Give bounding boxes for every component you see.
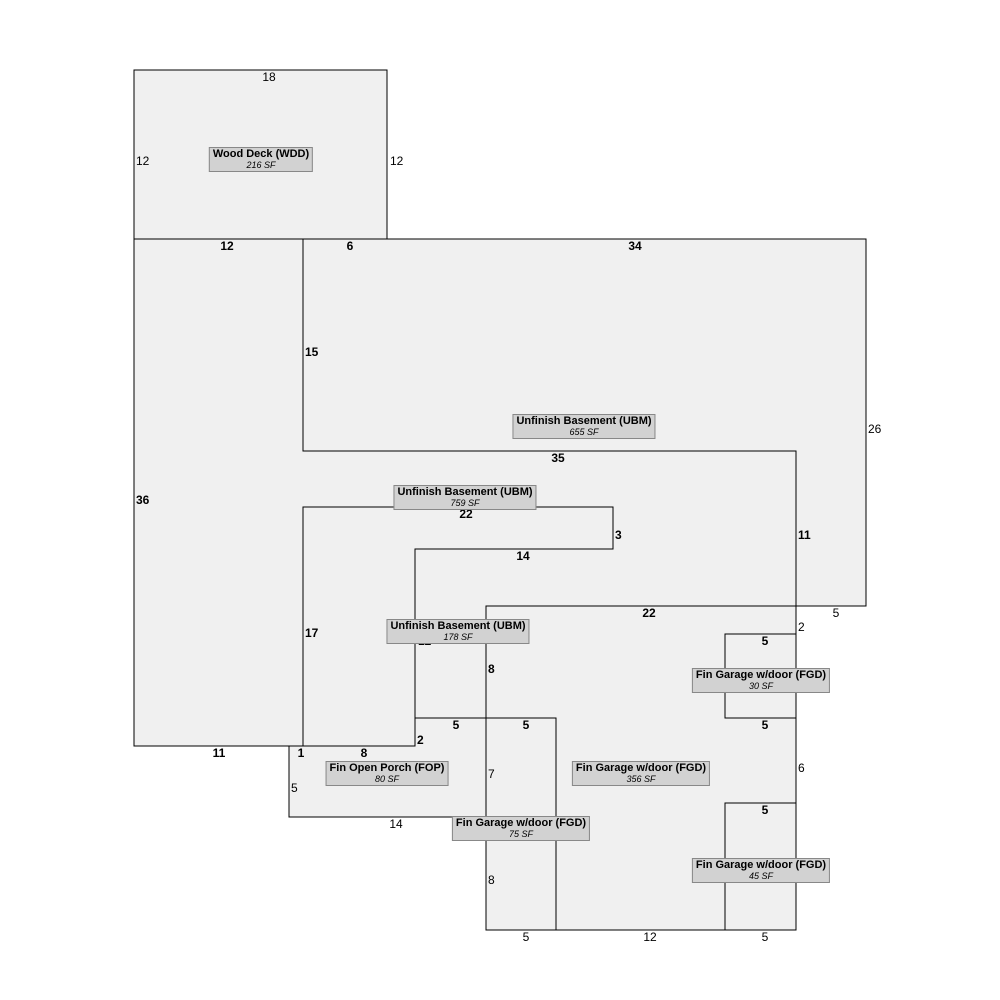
dimension-label: 5	[291, 781, 298, 795]
ubm-655-boundary	[302, 239, 797, 606]
area-name: Fin Garage w/door (FGD)	[455, 817, 587, 829]
area-label-fin-garage-45: Fin Garage w/door (FGD) 45 SF	[691, 858, 831, 883]
dimension-label: 2	[417, 733, 424, 747]
dimension-label: 5	[453, 718, 460, 732]
dimension-labels: 18 12 12 12 6 34 15 26 35 36 22 3 11 14 …	[136, 70, 882, 944]
dimension-label: 8	[488, 873, 495, 887]
dimension-label: 12	[136, 154, 150, 168]
area-square-feet: 80 SF	[374, 774, 400, 784]
dimension-label: 12	[643, 930, 657, 944]
area-name: Unfinish Basement (UBM)	[397, 486, 533, 498]
dimension-label: 5	[833, 606, 840, 620]
area-square-feet: 216 SF	[246, 160, 276, 170]
area-square-feet: 75 SF	[508, 829, 534, 839]
dimension-label: 36	[136, 493, 150, 507]
dimension-label: 1	[298, 746, 305, 760]
area-label-fin-garage-30: Fin Garage w/door (FGD) 30 SF	[691, 668, 831, 693]
area-label-fin-garage-75: Fin Garage w/door (FGD) 75 SF	[451, 816, 591, 841]
dimension-label: 18	[262, 70, 276, 84]
dimension-label: 5	[523, 930, 530, 944]
dimension-label: 8	[361, 746, 368, 760]
dimension-label: 5	[762, 718, 769, 732]
dimension-label: 12	[390, 154, 404, 168]
area-name: Fin Garage w/door (FGD)	[695, 859, 827, 871]
dimension-label: 14	[389, 817, 403, 831]
area-name: Fin Open Porch (FOP)	[329, 762, 445, 774]
dimension-label: 17	[305, 626, 319, 640]
dimension-label: 15	[305, 345, 319, 359]
area-square-feet: 30 SF	[748, 681, 774, 691]
ubm-178-boundary	[302, 506, 614, 746]
area-label-wood-deck: Wood Deck (WDD) 216 SF	[208, 147, 314, 172]
area-square-feet: 178 SF	[443, 632, 473, 642]
dimension-label: 22	[459, 507, 473, 521]
area-label-unfinish-basement-759: Unfinish Basement (UBM) 759 SF	[393, 485, 537, 510]
dimension-label: 11	[213, 746, 226, 760]
dimension-label: 7	[488, 767, 495, 781]
dimension-label: 26	[868, 422, 882, 436]
dimension-label: 12	[220, 239, 234, 253]
dimension-label: 5	[762, 803, 769, 817]
area-square-feet: 356 SF	[626, 774, 656, 784]
dimension-label: 5	[762, 634, 769, 648]
dimension-label: 2	[798, 620, 805, 634]
fgd-75-boundary	[486, 717, 557, 930]
area-name: Fin Garage w/door (FGD)	[575, 762, 707, 774]
area-square-feet: 655 SF	[569, 427, 599, 437]
dimension-label: 22	[642, 606, 656, 620]
area-label-fin-open-porch: Fin Open Porch (FOP) 80 SF	[325, 761, 449, 786]
dimension-label: 35	[551, 451, 565, 465]
area-name: Unfinish Basement (UBM)	[516, 415, 652, 427]
dimension-label: 3	[615, 528, 622, 542]
area-label-fin-garage-356: Fin Garage w/door (FGD) 356 SF	[571, 761, 711, 786]
area-name: Unfinish Basement (UBM)	[390, 620, 526, 632]
dimension-label: 6	[347, 239, 354, 253]
area-square-feet: 45 SF	[748, 871, 774, 881]
dimension-label: 5	[762, 930, 769, 944]
dimension-label: 6	[798, 761, 805, 775]
dimension-label: 8	[488, 662, 495, 676]
area-square-feet: 759 SF	[450, 498, 480, 508]
dimension-label: 14	[516, 549, 530, 563]
area-name: Fin Garage w/door (FGD)	[695, 669, 827, 681]
area-label-unfinish-basement-178: Unfinish Basement (UBM) 178 SF	[386, 619, 530, 644]
area-name: Wood Deck (WDD)	[212, 148, 310, 160]
area-label-unfinish-basement-655: Unfinish Basement (UBM) 655 SF	[512, 414, 656, 439]
dimension-label: 34	[628, 239, 642, 253]
dimension-label: 5	[523, 718, 530, 732]
dimension-label: 11	[798, 528, 811, 542]
